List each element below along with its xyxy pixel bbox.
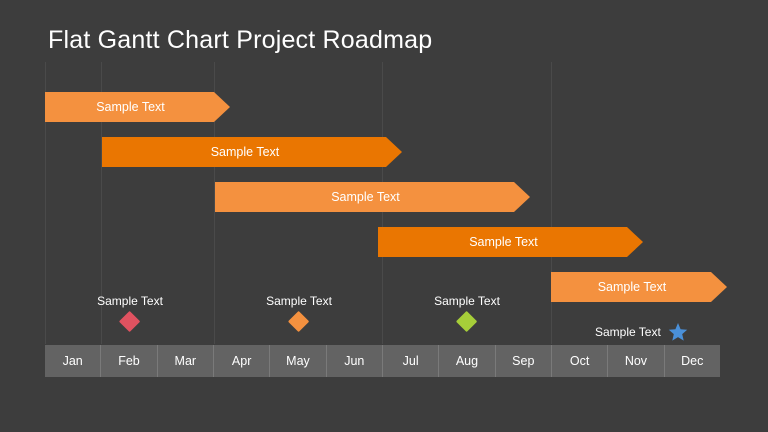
- gantt-bar-task-4[interactable]: Sample Text: [378, 227, 643, 257]
- gantt-bar-task-3[interactable]: Sample Text: [215, 182, 530, 212]
- gantt-bar-label: Sample Text: [597, 280, 667, 294]
- gantt-bar-shape: [215, 182, 530, 212]
- milestone-label: Sample Text: [266, 294, 332, 308]
- month-cell-feb[interactable]: Feb: [101, 345, 158, 377]
- month-cell-dec[interactable]: Dec: [681, 354, 704, 368]
- month-axis: Jan Feb Mar Apr May Jun Jul Aug Sep Oct …: [45, 345, 720, 377]
- month-cell-oct[interactable]: Oct: [552, 345, 609, 377]
- gridline-feb: [101, 62, 102, 344]
- month-cell-mar[interactable]: Mar: [158, 345, 214, 377]
- gantt-bar-shape: [45, 92, 230, 122]
- star-icon: [668, 323, 688, 341]
- gridline-jan: [45, 62, 46, 344]
- gridline-oct: [551, 62, 552, 344]
- diamond-icon: [288, 310, 310, 333]
- gantt-chart-plot-area: Sample Text Sample Text Sample Text Samp…: [45, 62, 720, 344]
- gantt-bar-shape: [551, 272, 727, 302]
- month-cell-apr[interactable]: Apr: [214, 345, 271, 377]
- month-cell-jan[interactable]: Jan: [45, 345, 102, 377]
- milestone-dec[interactable]: Sample Text: [595, 322, 688, 342]
- milestone-aug[interactable]: Sample Text: [434, 294, 500, 333]
- gantt-bar-shape: [378, 227, 643, 257]
- gantt-bar-label: Sample Text: [210, 145, 280, 159]
- month-cell-nov[interactable]: Nov: [608, 345, 665, 377]
- gantt-bar-task-5[interactable]: Sample Text: [551, 272, 727, 302]
- gantt-bar-label: Sample Text: [331, 190, 400, 204]
- gantt-bar-task-2[interactable]: Sample Text: [102, 137, 402, 167]
- diamond-icon: [456, 310, 478, 333]
- diamond-icon: [119, 310, 141, 333]
- gantt-bar-task-1[interactable]: Sample Text: [45, 92, 230, 122]
- milestone-feb[interactable]: Sample Text: [97, 294, 163, 333]
- gantt-bar-label: Sample Text: [469, 235, 538, 249]
- month-cell-jul[interactable]: Jul: [383, 345, 440, 377]
- milestone-label: Sample Text: [595, 325, 661, 339]
- gridline-apr: [214, 62, 215, 344]
- month-cell-aug[interactable]: Aug: [439, 345, 496, 377]
- milestone-may[interactable]: Sample Text: [266, 294, 332, 333]
- page-title: Flat Gantt Chart Project Roadmap: [48, 26, 433, 54]
- gantt-bar-shape: [102, 137, 402, 167]
- milestone-label: Sample Text: [434, 294, 500, 308]
- month-cell-may[interactable]: May: [270, 345, 327, 377]
- month-cell-sep[interactable]: Sep: [496, 345, 552, 377]
- gantt-bar-label: Sample Text: [96, 100, 165, 114]
- milestone-label: Sample Text: [97, 294, 163, 308]
- month-cell-jun[interactable]: Jun: [327, 345, 383, 377]
